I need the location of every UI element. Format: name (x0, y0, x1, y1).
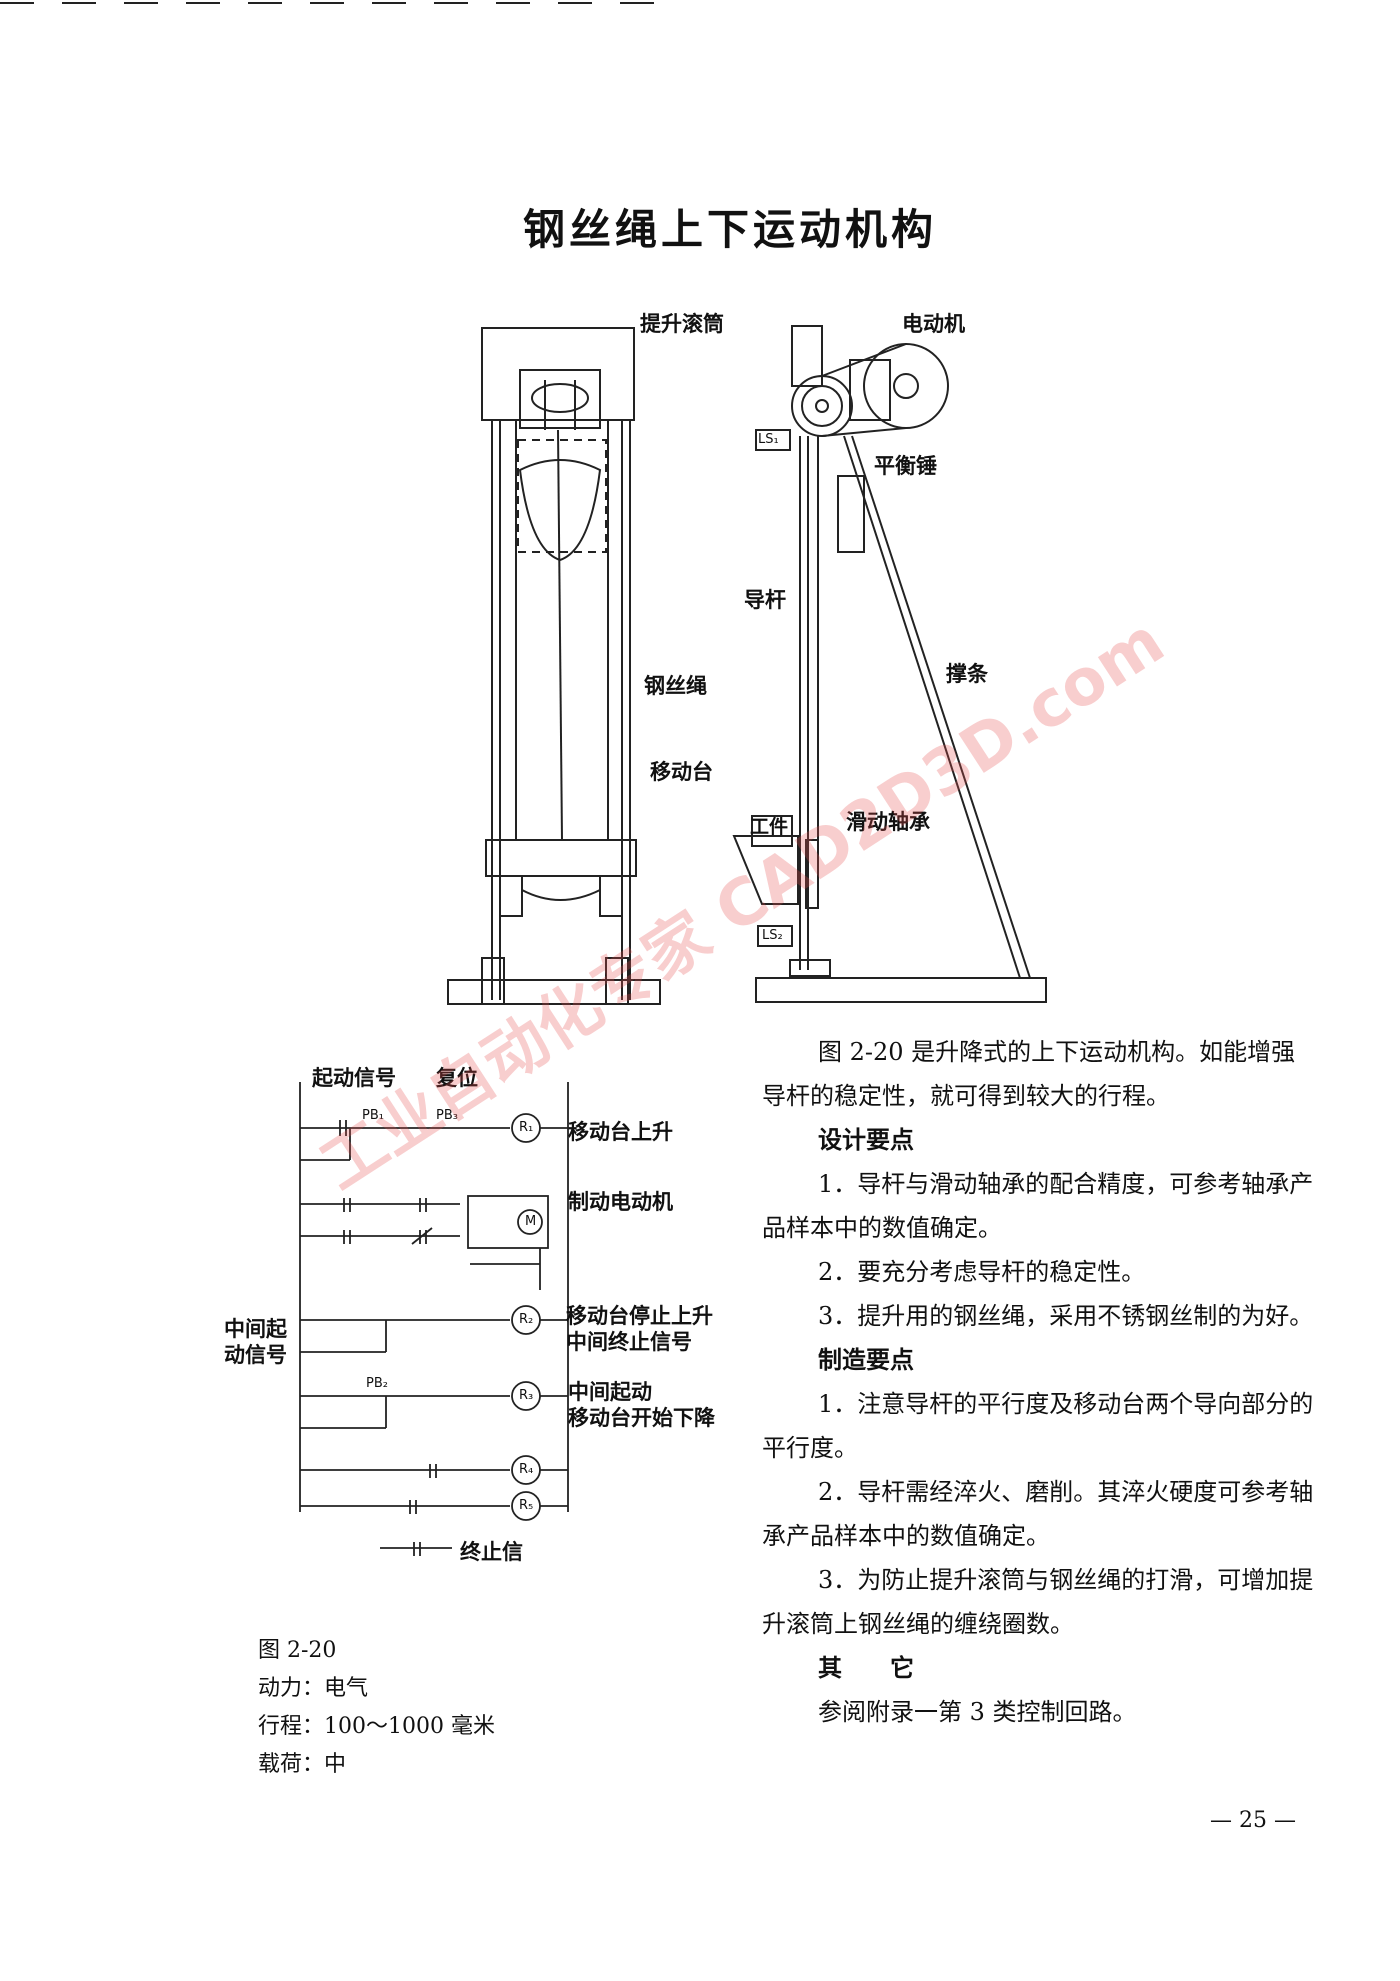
top-dash-rule (0, 2, 670, 4)
label-end-value: 终止信 (460, 1540, 523, 1564)
label-moving-table: 移动台 (650, 760, 713, 784)
label-pb3: PB₃ (436, 1108, 458, 1123)
mechanism-drawing (447, 325, 1047, 1005)
circuit-diagram (299, 1082, 569, 1556)
label-stop-rise: 移动台停止上升 (566, 1304, 713, 1328)
label-reset: 复位 (436, 1066, 478, 1090)
load: 载荷：中 (258, 1752, 347, 1777)
label-pb2: PB₂ (366, 1376, 388, 1391)
label-m: M (525, 1214, 537, 1229)
figure-meta: 图 2-20 动力：电气 行程：100～1000 毫米 载荷：中 (258, 1632, 495, 1784)
label-brake-motor: 制动电动机 (568, 1190, 673, 1214)
label-r3: R₃ (519, 1388, 534, 1403)
label-wire-rope: 钢丝绳 (644, 674, 707, 698)
text-column: 图 2-20 是升降式的上下运动机构。如能增强导杆的稳定性，就可得到较大的行程。… (762, 1030, 1318, 1734)
label-start-signal: 起动信号 (312, 1066, 396, 1090)
page-title: 钢丝绳上下运动机构 (522, 205, 937, 254)
label-motor: 电动机 (902, 312, 965, 336)
label-r5: R₅ (519, 1498, 534, 1513)
design-heading: 设计要点 (818, 1125, 914, 1154)
other-heading: 其 它 (818, 1653, 914, 1682)
label-r1: R₁ (519, 1120, 534, 1135)
design-item: 2．要充分考虑导杆的稳定性。 (818, 1258, 1146, 1286)
design-item: 3．提升用的钢丝绳，采用不锈钢丝制的为好。 (818, 1302, 1314, 1330)
label-slide-bearing: 滑动轴承 (846, 810, 930, 834)
intro-paragraph: 图 2-20 是升降式的上下运动机构。如能增强导杆的稳定性，就可得到较大的行程。 (762, 1038, 1296, 1110)
label-ls2: LS₂ (762, 928, 783, 943)
label-workpiece: 工件 (750, 816, 789, 838)
label-r4: R₄ (519, 1462, 534, 1477)
label-table-up: 移动台上升 (568, 1120, 673, 1144)
label-mid-stop-signal: 中间终止信号 (566, 1330, 692, 1354)
mfg-item: 1．注意导杆的平行度及移动台两个导向部分的平行度。 (762, 1390, 1314, 1462)
mfg-item: 3．为防止提升滚筒与钢丝绳的打滑，可增加提升滚筒上钢丝绳的缠绕圈数。 (762, 1566, 1314, 1638)
mfg-heading: 制造要点 (818, 1345, 914, 1374)
fig-number: 图 2-20 (258, 1638, 337, 1663)
label-r2: R₂ (519, 1312, 534, 1327)
mfg-item: 2．导杆需经淬火、磨削。其淬火硬度可参考轴承产品样本中的数值确定。 (762, 1478, 1314, 1550)
stroke: 行程：100～1000 毫米 (258, 1714, 495, 1739)
label-counterweight: 平衡锤 (874, 454, 937, 478)
design-item: 1．导杆与滑动轴承的配合精度，可参考轴承产品样本中的数值确定。 (762, 1170, 1314, 1242)
label-drum: 提升滚筒 (640, 312, 724, 336)
other-paragraph: 参阅附录一第 3 类控制回路。 (818, 1698, 1137, 1726)
label-mid-start: 中间起动 (568, 1380, 652, 1404)
label-guide-rod: 导杆 (744, 588, 786, 612)
label-pb1: PB₁ (362, 1108, 384, 1123)
page-number: — 25 — (1210, 1808, 1296, 1833)
label-strut: 撑条 (946, 662, 988, 686)
label-table-down: 移动台开始下降 (568, 1406, 715, 1430)
power: 动力：电气 (258, 1676, 369, 1701)
label-mid-start-signal: 中间起动信号 (224, 1317, 287, 1367)
label-ls1: LS₁ (758, 432, 779, 447)
